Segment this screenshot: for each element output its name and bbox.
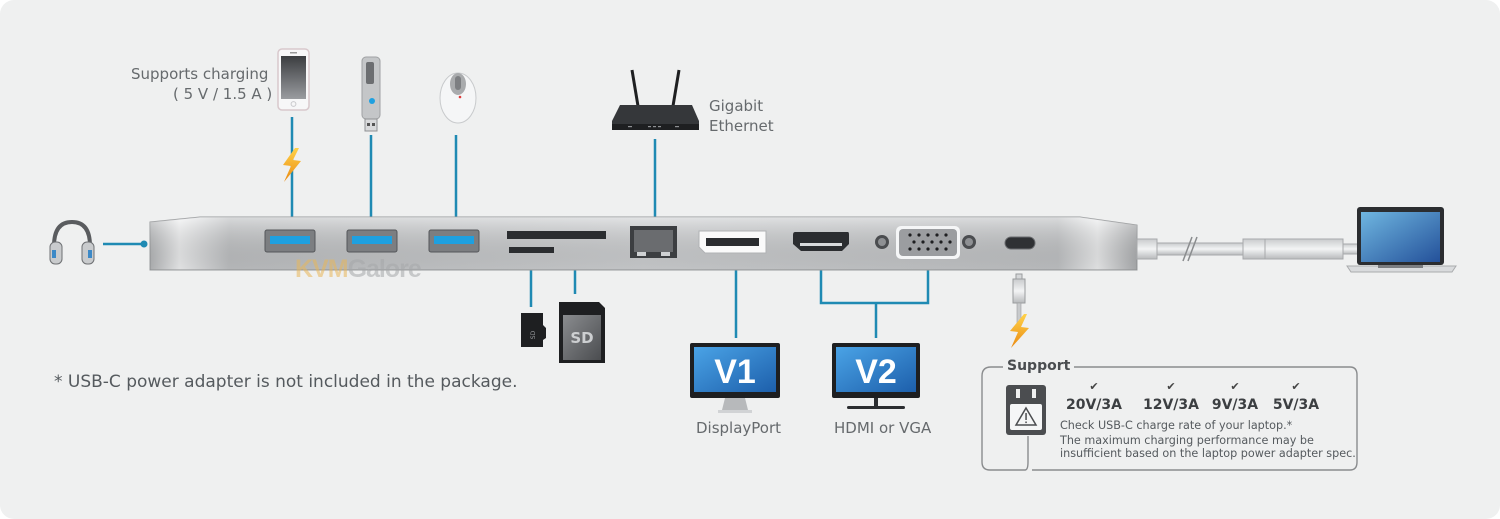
hdmi-port bbox=[793, 232, 849, 251]
mouse-icon bbox=[439, 72, 477, 124]
vga-pin bbox=[948, 240, 952, 244]
charge-rate-5v: 5V/3A bbox=[1272, 397, 1320, 413]
check-icon: ✔ bbox=[1291, 380, 1301, 393]
power-adapter-footnote: * USB-C power adapter is not included in… bbox=[54, 372, 518, 392]
support-note-line1: Check USB-C charge rate of your laptop.* bbox=[1060, 419, 1293, 432]
laptop-icon bbox=[1346, 207, 1457, 273]
check-icon: ✔ bbox=[1166, 380, 1176, 393]
check-icon: ✔ bbox=[1230, 380, 1240, 393]
ethernet-port bbox=[630, 226, 677, 258]
support-box-frame bbox=[981, 366, 1358, 471]
support-note-line2: The maximum charging performance may be bbox=[1060, 434, 1314, 447]
phone-charging-spec: ( 5 V / 1.5 A ) bbox=[173, 85, 273, 103]
power-bolt-icon bbox=[1010, 314, 1029, 348]
smartphone-icon bbox=[277, 48, 310, 111]
router-label-line1: Gigabit bbox=[709, 97, 764, 115]
charge-rate-20v: 20V/3A bbox=[1065, 397, 1122, 413]
vga-pin bbox=[944, 247, 948, 251]
vga-pin bbox=[926, 247, 930, 251]
headphones-icon bbox=[49, 219, 95, 265]
sd-card-icon: SD bbox=[559, 302, 605, 363]
monitor-v1-icon: V1 bbox=[690, 343, 780, 413]
charging-bolt-icon bbox=[283, 148, 301, 182]
usb-a-port-3 bbox=[428, 229, 480, 253]
vga-pin bbox=[912, 240, 916, 244]
vga-pin bbox=[917, 247, 921, 251]
support-title: Support bbox=[1003, 358, 1075, 374]
support-note-line3: insufficient based on the laptop power a… bbox=[1060, 447, 1356, 460]
vga-pin bbox=[908, 233, 912, 237]
monitor-v2-icon: V2 bbox=[832, 343, 920, 409]
vga-port bbox=[875, 226, 976, 259]
micro-sd-card-icon: SD bbox=[521, 313, 546, 347]
sd-card-label: SD bbox=[570, 329, 593, 347]
usb-a-port-1 bbox=[264, 229, 316, 253]
vga-pin bbox=[939, 240, 943, 244]
displayport-label: DisplayPort bbox=[696, 419, 782, 437]
router-icon bbox=[612, 69, 699, 130]
vga-pin bbox=[926, 233, 930, 237]
host-usb-c-cable bbox=[1136, 236, 1364, 262]
vga-pin bbox=[917, 233, 921, 237]
vga-pin bbox=[935, 247, 939, 251]
vga-pin bbox=[935, 233, 939, 237]
router-label-line2: Ethernet bbox=[709, 117, 774, 135]
vga-pin bbox=[908, 247, 912, 251]
warning-icon bbox=[1014, 406, 1038, 426]
watermark-part1: KVM bbox=[295, 255, 349, 283]
vga-pin bbox=[930, 240, 934, 244]
phone-charging-label: Supports charging bbox=[131, 65, 269, 83]
usb-c-pd-port bbox=[1004, 236, 1036, 250]
charge-rate-12v: 12V/3A bbox=[1142, 397, 1199, 413]
usb-flash-drive-icon bbox=[361, 56, 381, 132]
micro-sd-slot bbox=[509, 247, 554, 253]
watermark-part2: Galore bbox=[347, 255, 422, 283]
power-adapter-icon bbox=[1006, 385, 1046, 435]
check-icon: ✔ bbox=[1089, 380, 1099, 393]
sd-card-slot bbox=[507, 231, 606, 239]
svg-text:SD: SD bbox=[530, 330, 537, 339]
vga-pin bbox=[921, 240, 925, 244]
vga-pin bbox=[944, 233, 948, 237]
watermark: KVMGalore bbox=[295, 255, 422, 284]
usb-a-port-2 bbox=[346, 229, 398, 253]
monitor-v2-text: V2 bbox=[855, 353, 897, 391]
displayport-port bbox=[698, 230, 767, 254]
hdmi-vga-label: HDMI or VGA bbox=[834, 419, 932, 437]
charge-rate-9v: 9V/3A bbox=[1211, 397, 1259, 413]
monitor-v1-text: V1 bbox=[714, 353, 756, 391]
